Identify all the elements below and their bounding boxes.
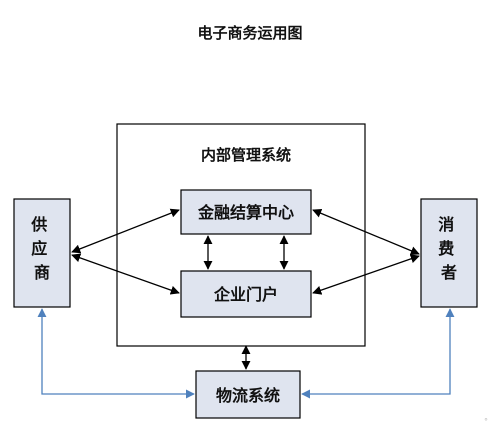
- supplier-box: [13, 198, 71, 308]
- finance-center-label: 金融结算中心: [197, 203, 294, 222]
- blue-arrow-supplier-logistics: [37, 308, 195, 399]
- enterprise-portal-label: 企业门户: [213, 285, 278, 304]
- enterprise-portal-box: [180, 270, 312, 318]
- diagram-title: 电子商务运用图: [197, 24, 302, 42]
- finance-center-box: [180, 189, 312, 235]
- arrow-finance-consumer: [312, 208, 420, 256]
- corner-mark: °: [484, 417, 488, 426]
- arrow-supplier-portal: [71, 253, 180, 295]
- supplier-label: 供 应 商: [30, 215, 53, 282]
- consumer-label: 消 费 者: [438, 215, 460, 282]
- arrow-supplier-finance: [71, 208, 180, 254]
- internal-system-label: 内部管理系统: [201, 146, 291, 164]
- blue-arrow-logistics-consumer: [301, 308, 455, 399]
- logistics-box: [195, 370, 301, 419]
- arrow-portal-consumer: [312, 254, 420, 295]
- consumer-box: [420, 198, 478, 308]
- logistics-label: 物流系统: [216, 386, 280, 405]
